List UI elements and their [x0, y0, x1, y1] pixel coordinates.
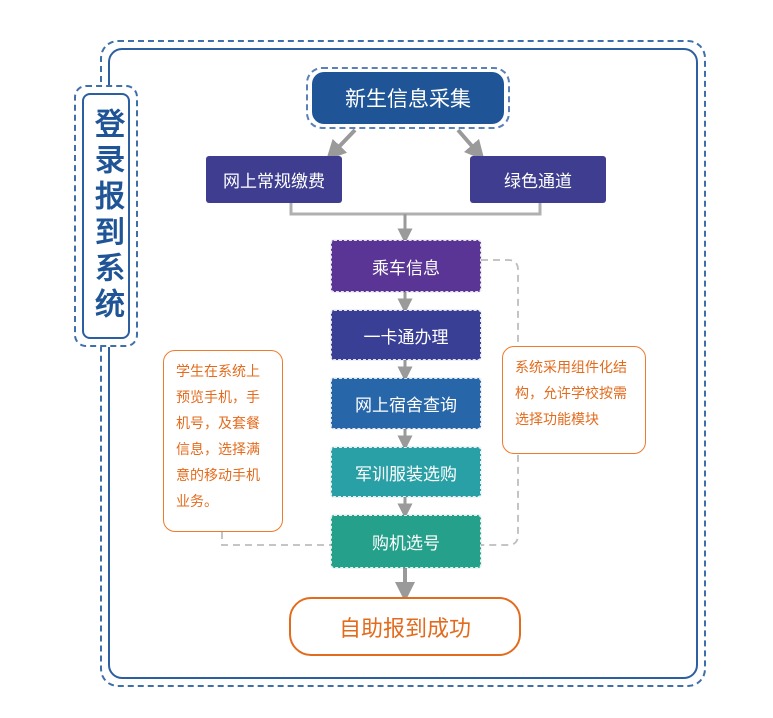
side-title-box: 登录报到系统: [82, 93, 130, 339]
start-node: 新生信息采集: [312, 72, 504, 124]
branch-green-channel: 绿色通道: [470, 156, 606, 203]
system-title: 登录报到系统: [89, 108, 124, 324]
merge-line-green: [405, 203, 542, 216]
step-uniform-purchase: 军训服装选购: [330, 446, 482, 498]
step-phone-number: 购机选号: [330, 514, 482, 569]
step-dorm-query: 网上宿舍查询: [330, 377, 482, 430]
start-node-frame: [306, 67, 510, 129]
arrow-start-to-fee: [326, 128, 357, 161]
note-right: 系统采用组件化结构，允许学校按需选择功能模块: [502, 346, 646, 454]
step-campus-card: 一卡通办理: [330, 309, 482, 361]
branch-online-fee: 网上常规缴费: [206, 156, 342, 203]
connector-left-note: [221, 532, 331, 546]
end-node: 自助报到成功: [289, 597, 521, 656]
outer-frame: [100, 40, 706, 687]
note-left: 学生在系统上预览手机，手机号，及套餐信息，选择满意的移动手机业务。: [163, 350, 283, 532]
step-ride-info: 乘车信息: [330, 239, 482, 293]
arrow-start-to-green: [456, 128, 485, 161]
merge-line-fee: [289, 203, 405, 216]
inner-frame: [108, 48, 698, 679]
